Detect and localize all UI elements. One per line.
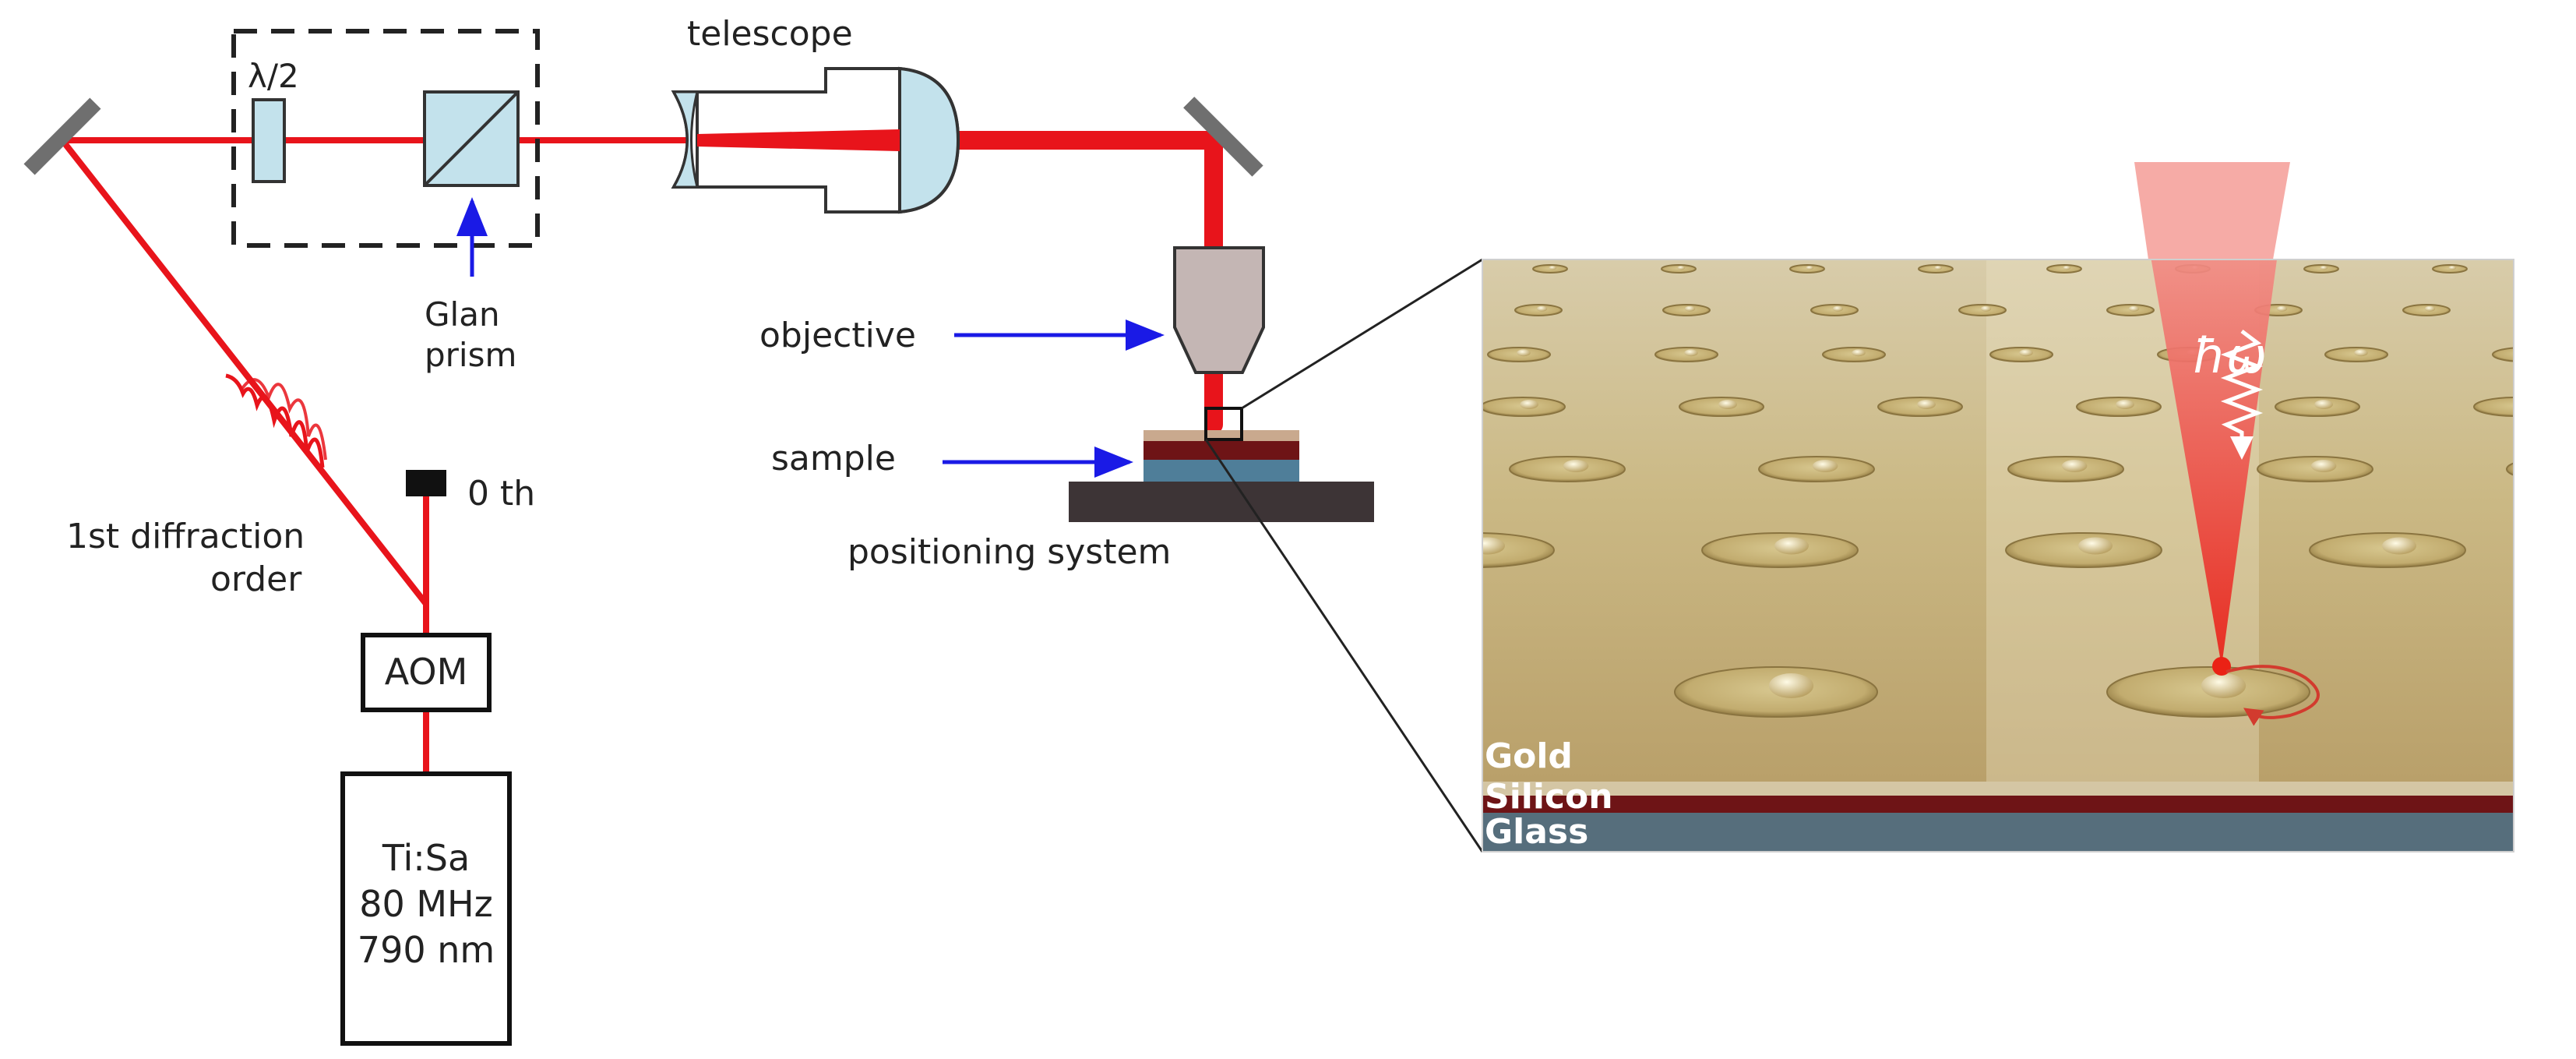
nanoparticle — [2078, 537, 2113, 555]
telescope-beam-inner — [697, 129, 900, 151]
first-order-label: 1st diffraction — [66, 517, 305, 556]
nanoparticle — [1980, 305, 1992, 312]
nanoparticle — [1718, 400, 1737, 409]
nanoparticle — [2201, 673, 2247, 698]
nanoparticle — [1684, 305, 1696, 312]
nanoparticle — [1812, 460, 1838, 472]
nanoparticle — [1517, 349, 1531, 357]
nanoparticle — [2128, 305, 2140, 312]
nanoparticle — [2320, 266, 2328, 270]
pulse-icon — [225, 373, 325, 468]
nanoparticle — [2276, 305, 2288, 312]
half-wave-plate-label: λ/2 — [248, 57, 299, 95]
nanoparticle — [1832, 305, 1844, 312]
zoom-line-bottom — [1204, 439, 1484, 852]
zoom-line-top — [1241, 258, 1483, 410]
nanoparticle — [2382, 537, 2416, 555]
nanohole — [2492, 347, 2514, 362]
polarization-control-box — [231, 29, 540, 248]
nanoparticle — [2116, 400, 2134, 409]
laser-label: 80 MHz — [359, 883, 493, 925]
objective-lens-icon — [1173, 246, 1265, 374]
nanoparticle — [2019, 349, 2033, 357]
nanoparticle — [1774, 537, 1809, 555]
positioning-system-label: positioning system — [848, 532, 1171, 572]
nanoparticle — [2448, 266, 2457, 270]
inset-frame — [1482, 259, 2514, 852]
nanoparticle — [2061, 460, 2088, 472]
nanoparticle — [1917, 400, 1936, 409]
telescope-lens-left — [671, 90, 699, 189]
glass-layer-label: Glass — [1485, 812, 1588, 852]
laser-label: Ti:Sa — [382, 837, 470, 879]
nanohole-array — [1482, 264, 2576, 718]
laser-box — [340, 771, 512, 1046]
nanoparticle — [1934, 266, 1943, 270]
waveplate-icon — [252, 98, 286, 183]
nanoparticle — [1768, 673, 1814, 698]
pulse-icon-2 — [240, 378, 327, 461]
mirror-icon — [23, 97, 101, 175]
nanoparticle — [1482, 537, 1505, 555]
sample-label: sample — [771, 439, 896, 478]
nanoparticle — [1520, 400, 1538, 409]
nanoparticle — [2521, 349, 2535, 356]
nanoparticle — [2424, 305, 2436, 312]
photon-arrow-icon — [2220, 330, 2264, 460]
glass-layer — [1482, 813, 2514, 852]
glan-prism-label: Glan — [425, 295, 500, 334]
silicon-layer-label: Silicon — [1485, 777, 1613, 817]
nanoparticle — [1684, 349, 1698, 357]
nanoparticle — [1806, 266, 1814, 270]
nanoparticle — [1563, 460, 1589, 472]
nanoparticle — [1536, 305, 1548, 312]
mirror-icon — [1183, 97, 1263, 177]
beam-dump-icon — [406, 470, 446, 496]
aom-label: AOM — [385, 651, 468, 693]
nanoparticle — [2063, 266, 2071, 270]
sample-gold — [1144, 430, 1299, 441]
nanohole — [2473, 397, 2514, 417]
nanohole — [1482, 532, 1555, 568]
telescope-label: telescope — [687, 14, 853, 54]
rotation-arrow-icon — [2225, 665, 2320, 726]
nanohole — [2506, 462, 2514, 476]
first-order-label: order — [210, 560, 302, 599]
nanoparticle — [2354, 349, 2368, 357]
sample-inset — [1482, 259, 2576, 852]
glan-prism-icon — [423, 90, 520, 187]
nanoparticle — [2314, 400, 2333, 409]
glan-prism-label: prism — [425, 336, 516, 374]
gold-layer — [1482, 782, 2514, 796]
silicon-layer — [1482, 796, 2514, 813]
sample-base — [1069, 482, 1374, 522]
nanoparticle — [1549, 266, 1557, 270]
sample-silicon — [1144, 441, 1299, 460]
nanoparticle — [2560, 460, 2576, 472]
telescope-lens-right — [898, 66, 960, 214]
laser-cone-top — [2134, 162, 2290, 259]
zoom-region — [1204, 407, 1243, 441]
laser-label: 790 nm — [358, 929, 495, 971]
nanoparticle — [1852, 349, 1866, 357]
nanoparticle — [2513, 402, 2514, 407]
beam-first-order — [59, 137, 429, 607]
objective-label: objective — [759, 316, 916, 355]
zeroth-order-label: 0 th — [467, 474, 535, 514]
gold-layer-label: Gold — [1485, 736, 1573, 776]
gold-surface — [1482, 259, 2514, 782]
aom-box — [361, 633, 492, 712]
nanoparticle — [2310, 460, 2337, 472]
nanoparticle — [1677, 266, 1686, 270]
